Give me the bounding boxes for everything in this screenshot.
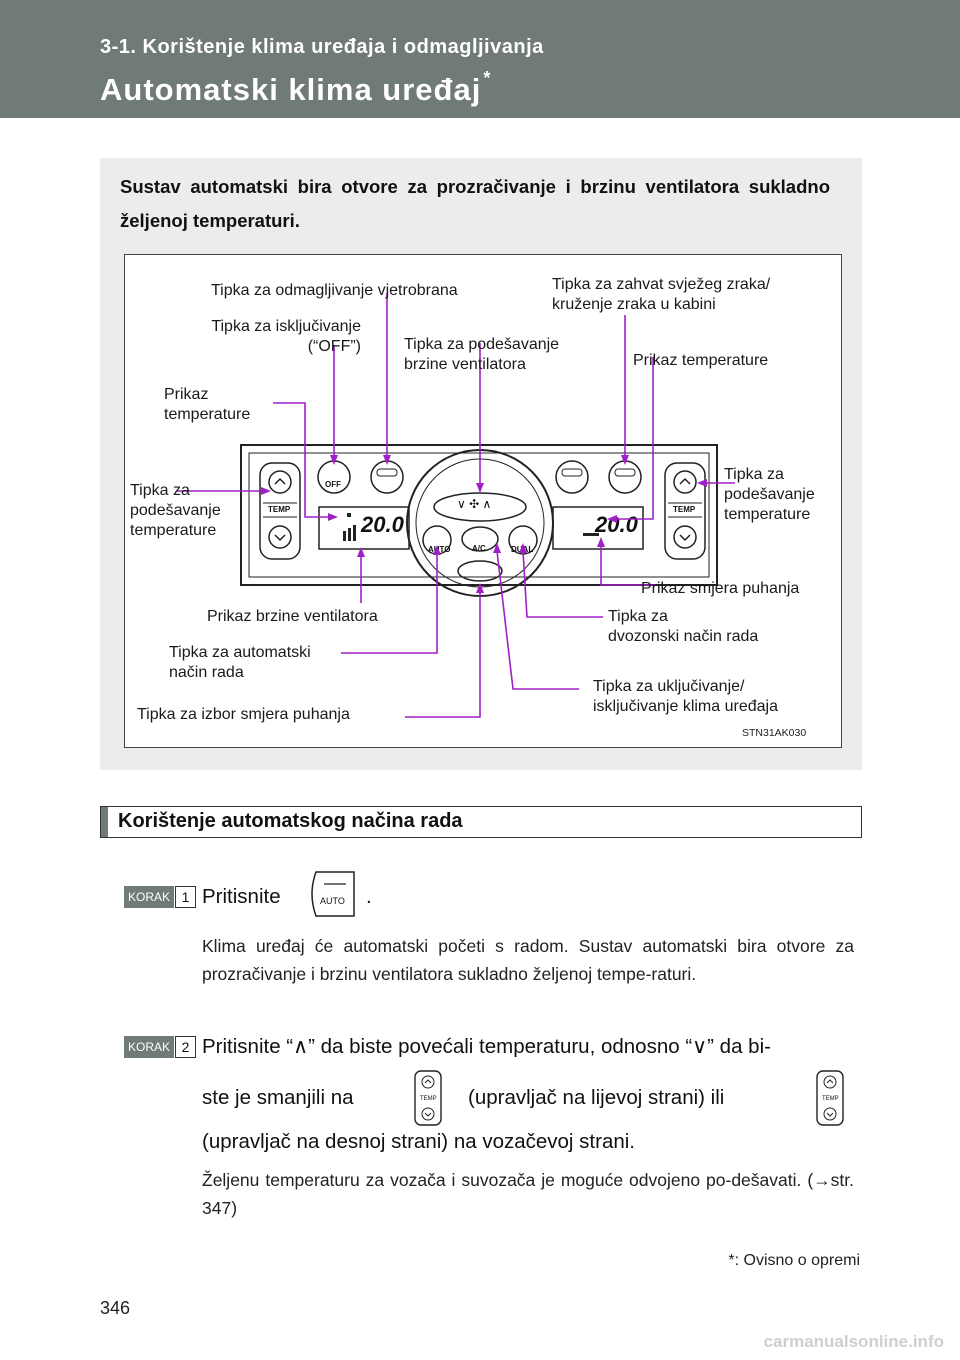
- auto-text: AUTO: [428, 545, 451, 554]
- label-dual-line2: dvozonski način rada: [608, 628, 759, 645]
- label-temp-adjust-left-line1: Tipka za: [130, 482, 190, 499]
- step-1-description: Klima uređaj će automatski početi s rado…: [202, 936, 854, 984]
- asterisk-mark: *: [483, 68, 492, 88]
- label-ac-button: Tipka za uključivanje/ isključivanje kli…: [593, 677, 778, 717]
- label-temp-display-left: Prikaz temperature: [164, 385, 250, 425]
- label-auto-line2: način rada: [169, 664, 244, 681]
- step-badge-number: 1: [175, 886, 196, 908]
- temp-icon-text: TEMP: [822, 1096, 839, 1102]
- left-temp-readout: 20.0: [360, 512, 405, 537]
- label-fresh-recirc-line1: Tipka za zahvat svježeg zraka/: [552, 276, 771, 293]
- step-2-line3: (upravljač na desnoj strani) na vozačevo…: [202, 1130, 635, 1153]
- label-dual-button: Tipka za dvozonski način rada: [608, 607, 758, 647]
- step-2-description: Željenu temperaturu za vozača i suvozača…: [202, 1170, 854, 1218]
- section-heading: Korištenje automatskog načina rada: [100, 806, 862, 838]
- page-header: 3-1. Korištenje klima uređaja i odmaglji…: [0, 0, 960, 118]
- section-title: 3-1. Korištenje klima uređaja i odmaglji…: [100, 36, 544, 58]
- label-temp-adjust-right: Tipka za podešavanje temperature: [724, 465, 815, 525]
- ac-text: A/C: [472, 544, 486, 553]
- label-temp-adjust-left-line2: podešavanje: [130, 502, 221, 519]
- label-temp-display-left-line2: temperature: [164, 406, 251, 423]
- step-1-badge: KORAK 1: [124, 886, 196, 908]
- temp-rocker-left-icon: TEMP: [414, 1070, 442, 1126]
- label-temp-adjust-left-line3: temperature: [130, 522, 217, 539]
- step-2-line2b: (upravljač na lijevoj strani) ili: [468, 1086, 725, 1109]
- page-title-text: Automatski klima uređaj: [100, 72, 482, 107]
- auto-icon-text: AUTO: [320, 896, 345, 906]
- label-temp-display-right: Prikaz temperature: [633, 352, 769, 369]
- watermark: carmanualsonline.info: [763, 1332, 944, 1351]
- label-fresh-recirc-line2: kruženje zraka u kabini: [552, 296, 716, 313]
- intro-text: Sustav automatski bira otvore za prozrač…: [120, 176, 830, 231]
- figure-code: STN31AK030: [742, 727, 807, 739]
- step-badge-label: KORAK: [124, 886, 174, 908]
- step-1-period: .: [366, 885, 372, 908]
- step-2-badge: KORAK 2: [124, 1036, 196, 1058]
- label-dual-line1: Tipka za: [608, 608, 668, 625]
- label-temp-display-left-line1: Prikaz: [164, 386, 209, 403]
- label-temp-adjust-right-line3: temperature: [724, 506, 811, 523]
- step-badge-number: 2: [175, 1036, 196, 1058]
- label-fan-speed-line2: brzine ventilatora: [404, 356, 526, 373]
- label-temp-adjust-right-line1: Tipka za: [724, 466, 784, 483]
- label-ac-line2: isključivanje klima uređaja: [593, 698, 778, 715]
- label-temp-adjust-right-line2: podešavanje: [724, 486, 815, 503]
- label-fan-speed-display: Prikaz brzine ventilatora: [207, 608, 378, 625]
- section-heading-text: Korištenje automatskog načina rada: [118, 810, 463, 832]
- label-fan-speed-button: Tipka za podešavanje brzine ventilatora: [404, 335, 559, 375]
- climate-control-figure: 20.0 20.0 TEMP TEMP OFF AUTO A/C DUAL ∨ …: [124, 254, 842, 748]
- off-text: OFF: [325, 480, 341, 489]
- figure-drawing: 20.0 20.0 TEMP TEMP OFF AUTO A/C DUAL ∨ …: [177, 293, 735, 718]
- step-2-line1: Pritisnite “∧” da biste povećali tempera…: [202, 1035, 771, 1058]
- fan-icon: ∨ ✣ ∧: [457, 497, 491, 511]
- panel-icons: [343, 513, 599, 541]
- temp-rocker-right-icon: TEMP: [816, 1070, 844, 1126]
- label-auto-line1: Tipka za automatski: [169, 644, 311, 661]
- label-mode-button: Tipka za izbor smjera puhanja: [137, 706, 350, 723]
- label-off-line2: (“OFF”): [307, 338, 361, 355]
- label-temp-adjust-left: Tipka za podešavanje temperature: [130, 481, 221, 541]
- left-temp-word: TEMP: [268, 505, 291, 514]
- auto-button-icon: AUTO: [311, 871, 355, 917]
- label-fan-speed-line1: Tipka za podešavanje: [404, 336, 560, 353]
- label-airflow-display: Prikaz smjera puhanja: [641, 580, 800, 597]
- callout-arrowheads: [261, 455, 707, 593]
- label-off-button: Tipka za isključivanje (“OFF”): [177, 317, 361, 357]
- callout-lines: [177, 293, 735, 718]
- step-2-line2a: ste je smanjili na: [202, 1086, 354, 1109]
- label-defog-windshield: Tipka za odmagljivanje vjetrobrana: [211, 282, 458, 299]
- page-number: 346: [100, 1298, 131, 1318]
- step-1-text: Pritisnite: [202, 885, 281, 908]
- label-auto-button: Tipka za automatski način rada: [169, 643, 311, 683]
- panel-text: 20.0 20.0 TEMP TEMP OFF AUTO A/C DUAL ∨ …: [268, 480, 696, 554]
- label-fresh-recirc: Tipka za zahvat svježeg zraka/ kruženje …: [552, 275, 770, 315]
- right-temp-word: TEMP: [673, 505, 696, 514]
- temp-icon-text: TEMP: [420, 1096, 437, 1102]
- footnote: *: Ovisno o opremi: [728, 1252, 860, 1269]
- control-panel: [240, 444, 718, 597]
- page-title: Automatski klima uređaj*: [100, 68, 491, 108]
- label-ac-line1: Tipka za uključivanje/: [593, 678, 745, 695]
- step-badge-label: KORAK: [124, 1036, 174, 1058]
- label-off-line1: Tipka za isključivanje: [211, 318, 361, 335]
- section-heading-bar: [101, 807, 108, 837]
